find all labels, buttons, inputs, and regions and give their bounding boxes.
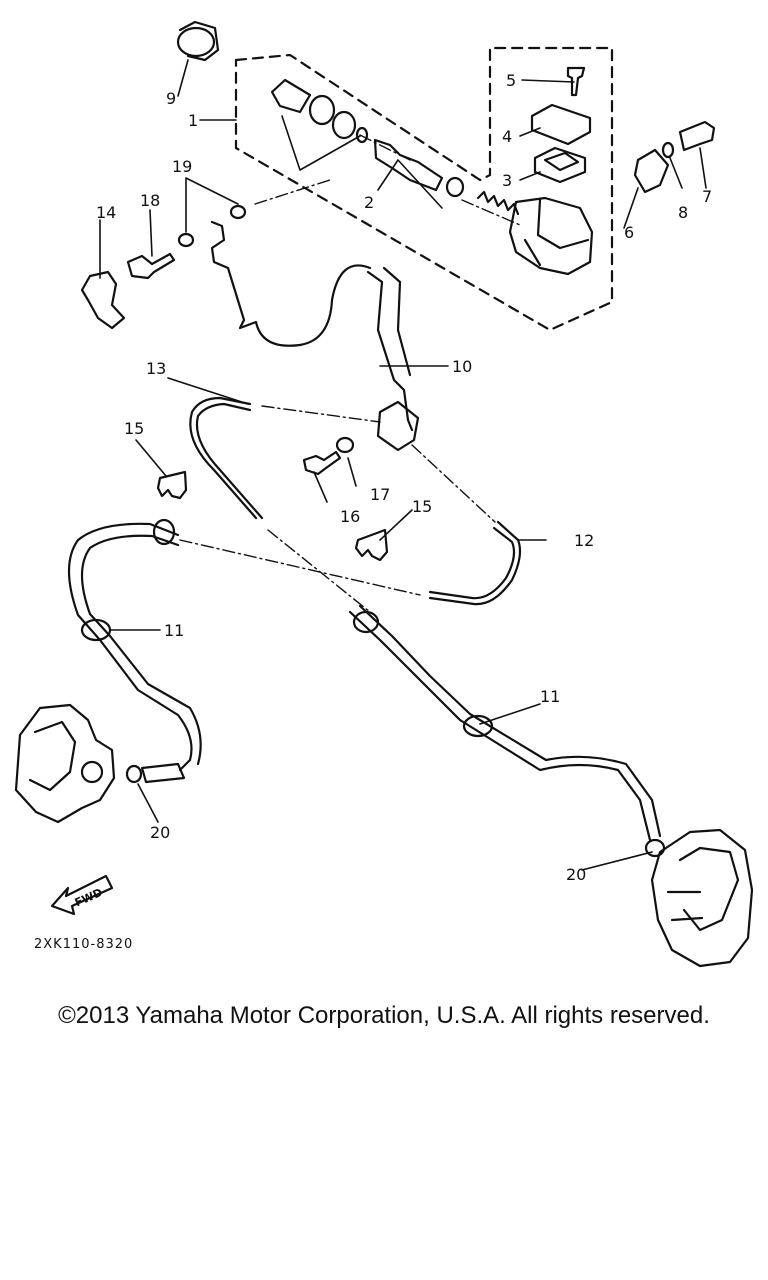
part-15-clip-left <box>156 470 188 500</box>
label-part-14: 14 <box>96 203 116 222</box>
label-part-8: 8 <box>678 203 688 222</box>
part-8-washer <box>661 141 675 159</box>
part-4-cap <box>530 103 592 146</box>
label-part-18: 18 <box>140 191 160 210</box>
label-part-4: 4 <box>502 127 512 146</box>
part-14-cover <box>80 270 126 330</box>
label-part-15-left: 15 <box>124 419 144 438</box>
label-part-11-right: 11 <box>540 687 560 706</box>
connection-leader-lines <box>179 134 521 613</box>
part-9-boot <box>176 20 220 62</box>
part-2-piston <box>373 138 465 198</box>
label-part-16: 16 <box>340 507 360 526</box>
upper-brake-hose <box>210 220 372 347</box>
right-lower-brake-hose <box>348 610 652 842</box>
label-part-6: 6 <box>624 223 634 242</box>
left-brake-caliper <box>14 703 116 824</box>
label-part-20-left: 20 <box>150 823 170 842</box>
part-5-screw <box>566 66 586 97</box>
spring <box>476 190 520 216</box>
label-part-12: 12 <box>574 531 594 550</box>
label-part-3: 3 <box>502 171 512 190</box>
label-part-1: 1 <box>188 111 198 130</box>
label-part-17: 17 <box>370 485 390 504</box>
label-part-20-right: 20 <box>566 865 586 884</box>
label-part-11-left: 11 <box>164 621 184 640</box>
right-brake-caliper <box>650 828 754 968</box>
fwd-arrow-icon <box>50 874 114 916</box>
part-15-clip-right <box>354 528 389 562</box>
label-part-13: 13 <box>146 359 166 378</box>
part-6-bracket <box>633 148 670 194</box>
brake-system-diagram: 1 2 3 4 5 6 7 8 9 10 11 11 12 13 14 15 1… <box>14 20 754 968</box>
part-13-brake-pipe-left <box>189 396 258 520</box>
part-10-three-way-joint <box>376 400 420 452</box>
part-19-washer-upper <box>229 204 247 220</box>
drawing-code: 2XK110-8320 <box>34 937 133 952</box>
part-7-bolt <box>678 120 716 152</box>
callout-lines <box>99 59 707 871</box>
part-19-washer-lower <box>177 232 195 248</box>
part-12-brake-pipe-right <box>428 520 522 606</box>
label-part-7: 7 <box>702 187 712 206</box>
label-part-9: 9 <box>166 89 176 108</box>
label-part-15-right: 15 <box>412 497 432 516</box>
master-cylinder-body <box>508 196 594 276</box>
part-labels: 1 2 3 4 5 6 7 8 9 10 11 11 12 13 14 15 1… <box>96 71 712 884</box>
part-17-washer <box>335 436 355 454</box>
assembly-boundary <box>234 46 614 332</box>
part-16-bolt <box>302 450 342 476</box>
part-1-piston-kit <box>270 78 369 144</box>
copyright-notice: ©2013 Yamaha Motor Corporation, U.S.A. A… <box>58 1002 710 1029</box>
part-18-bolt <box>126 252 176 280</box>
part-3-diaphragm <box>533 146 587 184</box>
left-lower-brake-hose <box>68 522 193 772</box>
label-part-19: 19 <box>172 157 192 176</box>
label-part-10: 10 <box>452 357 472 376</box>
label-part-2: 2 <box>364 193 374 212</box>
label-part-5: 5 <box>506 71 516 90</box>
